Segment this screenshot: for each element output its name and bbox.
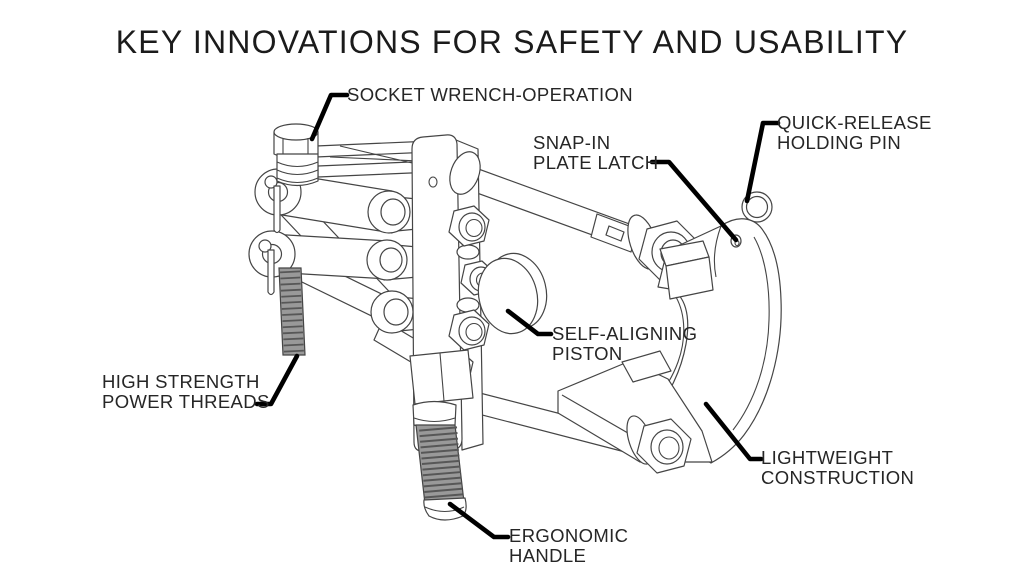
callout-lightweight-line1: LIGHTWEIGHT	[761, 447, 894, 468]
leader-snap-in	[649, 159, 739, 243]
leader-self-aligning	[505, 308, 554, 337]
leader-ergonomic	[447, 501, 511, 540]
cotter-pin-lower	[258, 239, 275, 296]
callout-quick-release-line1: QUICK-RELEASE	[777, 112, 932, 133]
callout-lightweight: LIGHTWEIGHT CONSTRUCTION	[761, 448, 914, 488]
callout-snap-in: SNAP-IN PLATE LATCH	[533, 133, 659, 173]
callout-quick-release-line2: HOLDING PIN	[777, 132, 902, 153]
callout-self-aligning-line2: PISTON	[552, 343, 623, 364]
piston-disc	[477, 252, 548, 335]
callout-ergonomic: ERGONOMIC HANDLE	[509, 526, 628, 566]
cotter-pin-upper	[264, 175, 281, 234]
callout-snap-in-line1: SNAP-IN	[533, 132, 611, 153]
callout-quick-release: QUICK-RELEASE HOLDING PIN	[777, 113, 932, 153]
c-frame	[557, 191, 782, 464]
leader-high-strength	[254, 353, 300, 407]
leader-socket-wrench	[309, 92, 350, 142]
power-thread-screw	[278, 267, 306, 356]
upper-rod	[443, 158, 700, 282]
callout-high-strength-line1: HIGH STRENGTH	[102, 371, 260, 392]
callout-lightweight-line2: CONSTRUCTION	[761, 467, 915, 488]
callout-socket-wrench: SOCKET WRENCH-OPERATION	[347, 85, 633, 105]
toggle-linkage	[248, 123, 435, 334]
callout-snap-in-line2: PLATE LATCH	[533, 152, 659, 173]
callout-self-aligning: SELF-ALIGNING PISTON	[552, 324, 697, 364]
leader-quick-release	[744, 120, 781, 204]
callout-high-strength-line2: POWER THREADS	[102, 391, 270, 412]
callout-ergonomic-line1: ERGONOMIC	[509, 525, 629, 546]
page-title: KEY INNOVATIONS FOR SAFETY AND USABILITY	[115, 24, 909, 60]
lower-nut	[626, 415, 692, 474]
callout-high-strength: HIGH STRENGTH POWER THREADS	[102, 372, 270, 412]
callout-socket-wrench-line1: SOCKET WRENCH-OPERATION	[347, 84, 633, 105]
callout-self-aligning-line1: SELF-ALIGNING	[552, 323, 698, 344]
callout-ergonomic-line2: HANDLE	[509, 545, 587, 566]
leader-lines	[254, 92, 781, 540]
socket-drive-bolt	[273, 123, 319, 187]
handle	[409, 349, 474, 521]
leader-lightweight	[703, 401, 764, 462]
